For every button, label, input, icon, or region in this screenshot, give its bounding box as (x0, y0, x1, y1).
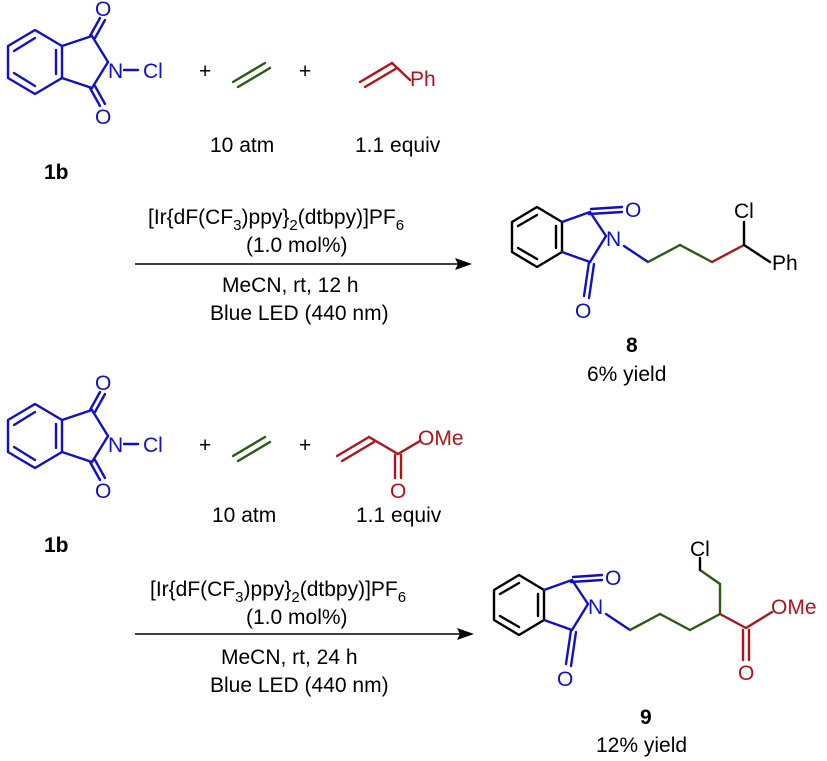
compound-label-1b: 1b (44, 161, 69, 184)
atom-cl: Cl (734, 200, 754, 223)
atom-n: N (606, 228, 621, 251)
atom-o: O (95, 0, 111, 21)
catalyst-loading: (1.0 mol%) (246, 606, 348, 629)
product-yield: 6% yield (587, 363, 666, 386)
solvent-conditions: MeCN, rt, 24 h (221, 646, 358, 669)
arrow-head (455, 258, 472, 270)
methoxy-group: OMe (418, 427, 464, 450)
product-8-structure: O O N Cl Ph (510, 199, 798, 323)
atom-o: O (557, 668, 573, 691)
atom-o: O (575, 300, 591, 323)
arrow-head (457, 628, 474, 640)
n-chlorophthalimide-1b-bottom: O O N Cl (6, 372, 163, 503)
atom-o: O (605, 567, 621, 590)
styrene: Ph (358, 61, 436, 91)
catalyst-formula: [Ir{dF(CF3)ppy}2(dtbpy)]PF6 (150, 578, 406, 606)
reaction-1: O O N Cl + + Ph 10 atm 1.1 equiv 1b [Ir{… (6, 0, 798, 386)
solvent-conditions: MeCN, rt, 12 h (222, 274, 359, 297)
light-source: Blue LED (440 nm) (210, 302, 389, 325)
ethylene-amount: 10 atm (210, 134, 274, 157)
phenyl-group: Ph (410, 68, 436, 91)
ethylene-bond (231, 61, 267, 84)
atom-n: N (108, 60, 123, 83)
atom-o: O (95, 372, 111, 395)
atom-o: O (95, 480, 111, 503)
n-chlorophthalimide-1b-top: O O N Cl (6, 0, 163, 129)
catalyst-loading: (1.0 mol%) (246, 234, 348, 257)
methoxy-group: OMe (771, 596, 817, 619)
product-yield: 12% yield (596, 734, 687, 757)
ethylene-bond (231, 435, 267, 458)
atom-n: N (108, 434, 123, 457)
compound-label-8: 8 (626, 334, 638, 357)
atom-o: O (390, 480, 406, 503)
compound-label-1b: 1b (44, 534, 69, 557)
atom-n: N (588, 596, 603, 619)
styrene-amount: 1.1 equiv (355, 134, 441, 157)
product-9-structure: O O N Cl OMe O (492, 538, 817, 691)
catalyst-formula: [Ir{dF(CF3)ppy}2(dtbpy)]PF6 (148, 206, 404, 234)
plus-sign: + (299, 60, 311, 83)
acrylate-amount: 1.1 equiv (356, 504, 442, 527)
phenyl-group: Ph (772, 252, 798, 275)
atom-cl: Cl (143, 60, 163, 83)
methyl-acrylate: OMe O (335, 427, 464, 503)
atom-o: O (738, 662, 754, 685)
atom-o: O (625, 199, 641, 222)
atom-cl: Cl (143, 434, 163, 457)
atom-cl: Cl (690, 538, 710, 561)
compound-label-9: 9 (640, 706, 652, 729)
reaction-2: O O N Cl + + OMe O 10 atm 1.1 equiv 1b [… (6, 372, 817, 757)
plus-sign: + (199, 60, 211, 83)
light-source: Blue LED (440 nm) (210, 674, 389, 697)
atom-o: O (95, 106, 111, 129)
ethylene-amount: 10 atm (212, 504, 276, 527)
plus-sign: + (299, 434, 311, 457)
plus-sign: + (199, 434, 211, 457)
